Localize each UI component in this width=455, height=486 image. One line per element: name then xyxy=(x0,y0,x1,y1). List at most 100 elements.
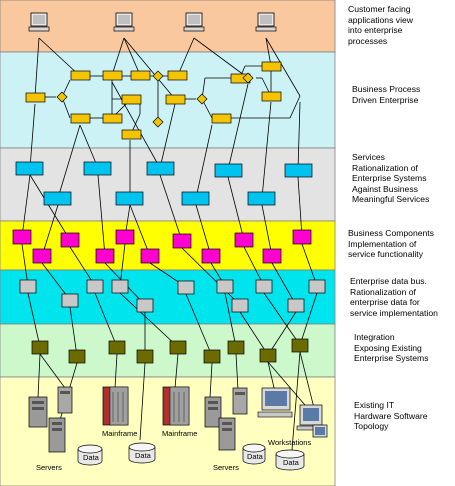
decision-diamond xyxy=(152,116,164,128)
component-box xyxy=(32,248,52,264)
component-box xyxy=(140,248,160,264)
workstations-label: Workstations xyxy=(268,438,311,447)
integration-box xyxy=(108,340,126,355)
component-box xyxy=(60,232,80,248)
databus-box xyxy=(216,279,234,294)
component-box xyxy=(201,248,221,264)
process-box xyxy=(167,70,188,81)
data-label-4: Data xyxy=(283,458,300,467)
service-nodes xyxy=(15,161,313,206)
databus-box xyxy=(111,279,129,294)
component-box xyxy=(172,233,192,249)
band-customer xyxy=(0,0,336,53)
workstation-icon xyxy=(296,404,326,431)
decision-diamond xyxy=(242,72,254,84)
label-process-layer: Business Process Driven Enterprise xyxy=(352,84,421,105)
band-integration xyxy=(0,323,336,378)
process-nodes xyxy=(25,61,282,140)
mainframe-label-1: Mainframe xyxy=(102,429,137,438)
process-box xyxy=(70,70,91,81)
process-box xyxy=(70,113,91,124)
mainframe-icon xyxy=(102,386,129,426)
pc-icon xyxy=(113,12,135,32)
databus-box xyxy=(255,279,273,294)
databus-box xyxy=(86,279,104,294)
component-box xyxy=(115,229,135,245)
mainframe-icon xyxy=(162,386,190,426)
integration-box xyxy=(68,349,86,364)
process-box xyxy=(102,113,123,124)
server-icon xyxy=(232,387,248,415)
server-icon xyxy=(204,396,222,428)
server-icon xyxy=(57,386,73,414)
database-icon xyxy=(275,449,305,471)
data-label-2: Data xyxy=(135,451,152,460)
band-databus xyxy=(0,269,336,325)
server-icon xyxy=(218,417,236,451)
component-box xyxy=(234,232,254,248)
integration-box xyxy=(227,340,245,355)
service-box xyxy=(43,191,72,206)
database-icon xyxy=(242,443,266,465)
customer-pcs xyxy=(28,12,277,32)
databus-box xyxy=(136,298,154,313)
label-it-layer: Existing IT Hardware Software Topology xyxy=(354,400,428,432)
pc-icon xyxy=(255,12,277,32)
servers-right-label: Servers xyxy=(213,463,239,472)
data-label-1: Data xyxy=(83,453,100,462)
decision-diamond xyxy=(56,91,68,103)
service-box xyxy=(146,161,175,176)
integration-box xyxy=(31,340,49,355)
integration-box xyxy=(169,340,187,355)
service-box xyxy=(284,163,313,178)
integration-box xyxy=(259,348,277,363)
service-box xyxy=(214,163,243,178)
process-box xyxy=(261,91,282,102)
process-box xyxy=(211,113,232,124)
integration-nodes xyxy=(31,338,309,364)
process-box xyxy=(25,92,46,103)
service-box xyxy=(181,191,210,206)
component-nodes xyxy=(12,229,312,264)
label-integration-layer: Integration Exposing Existing Enterprise… xyxy=(354,332,429,364)
process-box xyxy=(102,70,123,81)
databus-box xyxy=(177,280,195,295)
process-box xyxy=(121,94,142,105)
server-icon xyxy=(28,396,48,428)
server-icon xyxy=(48,417,66,453)
component-box xyxy=(95,248,115,264)
workstation-icon xyxy=(257,387,293,418)
database-icon xyxy=(128,442,156,464)
process-box xyxy=(261,61,282,72)
databus-box xyxy=(287,298,305,313)
servers-left-label: Servers xyxy=(36,463,62,472)
component-box xyxy=(12,229,32,245)
label-services-layer: Services Rationalization of Enterprise S… xyxy=(352,152,430,205)
label-databus-layer: Enterprise data bus. Rationalization of … xyxy=(350,276,438,318)
service-box xyxy=(247,191,276,206)
workstation-icon xyxy=(312,424,328,438)
service-box xyxy=(115,191,144,206)
databus-nodes xyxy=(19,279,326,313)
service-box xyxy=(83,161,112,176)
databus-box xyxy=(308,279,326,294)
process-box xyxy=(165,94,186,105)
label-customer-layer: Customer facing applications view into e… xyxy=(348,4,413,46)
connection-lines xyxy=(21,37,321,451)
databus-box xyxy=(231,298,249,313)
databus-box xyxy=(61,293,79,308)
process-box xyxy=(130,70,151,81)
integration-box xyxy=(203,349,221,364)
decision-diamond xyxy=(196,93,208,105)
component-box xyxy=(262,248,282,264)
band-services xyxy=(0,147,336,222)
integration-box xyxy=(136,349,154,364)
databus-box xyxy=(19,279,37,294)
mainframe-label-2: Mainframe xyxy=(162,429,197,438)
pc-icon xyxy=(28,12,50,32)
decision-diamond xyxy=(152,70,164,82)
database-icon xyxy=(77,444,103,466)
data-label-3: Data xyxy=(247,452,264,461)
process-box xyxy=(121,129,142,140)
